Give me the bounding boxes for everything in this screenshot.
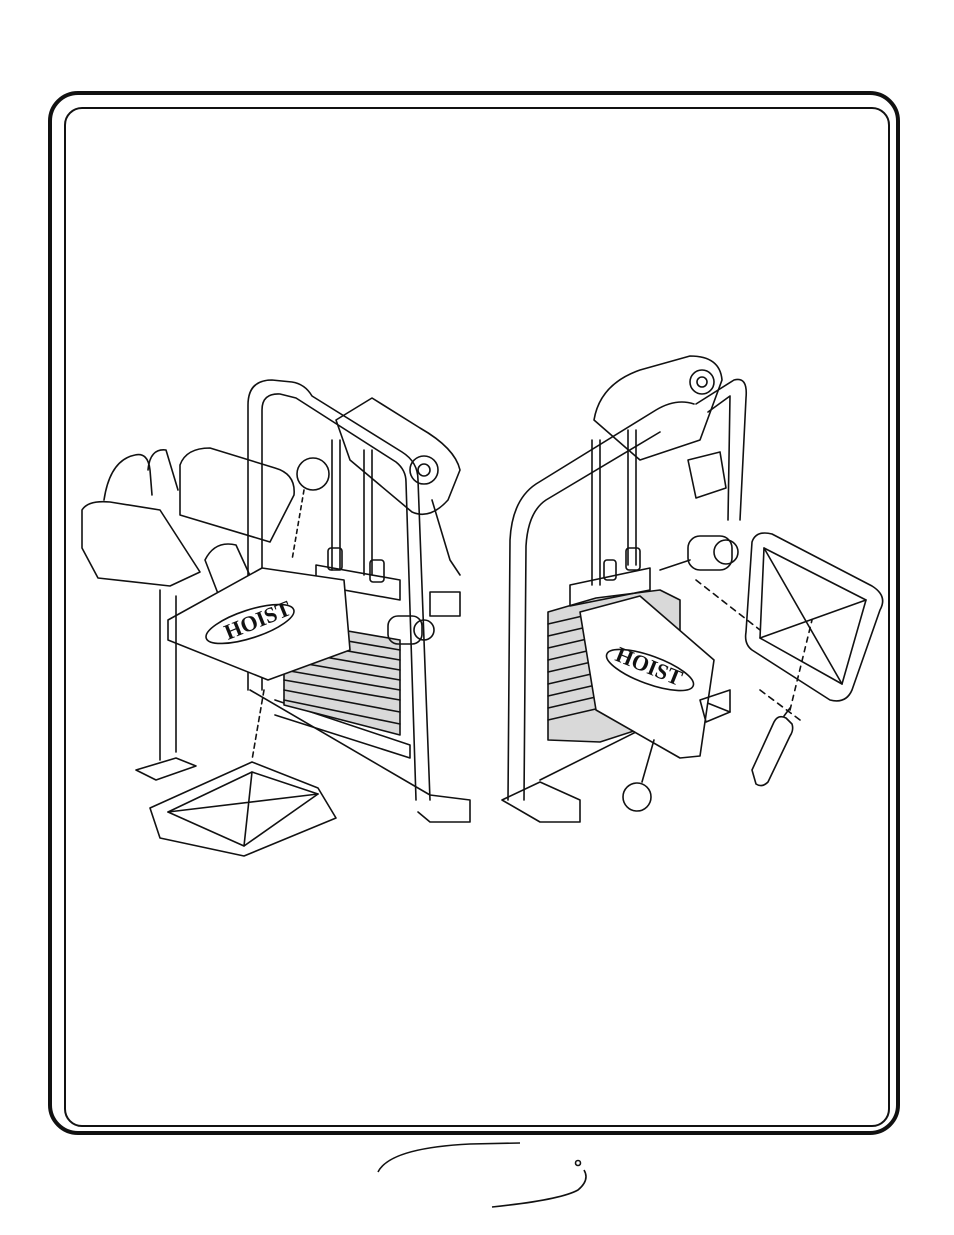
hoist-footer-logo bbox=[378, 1143, 586, 1207]
right-callout-circle bbox=[623, 783, 651, 811]
left-callout-circle bbox=[297, 458, 329, 490]
left-machine: HOIST bbox=[82, 380, 470, 856]
right-machine: HOIST bbox=[502, 356, 883, 822]
